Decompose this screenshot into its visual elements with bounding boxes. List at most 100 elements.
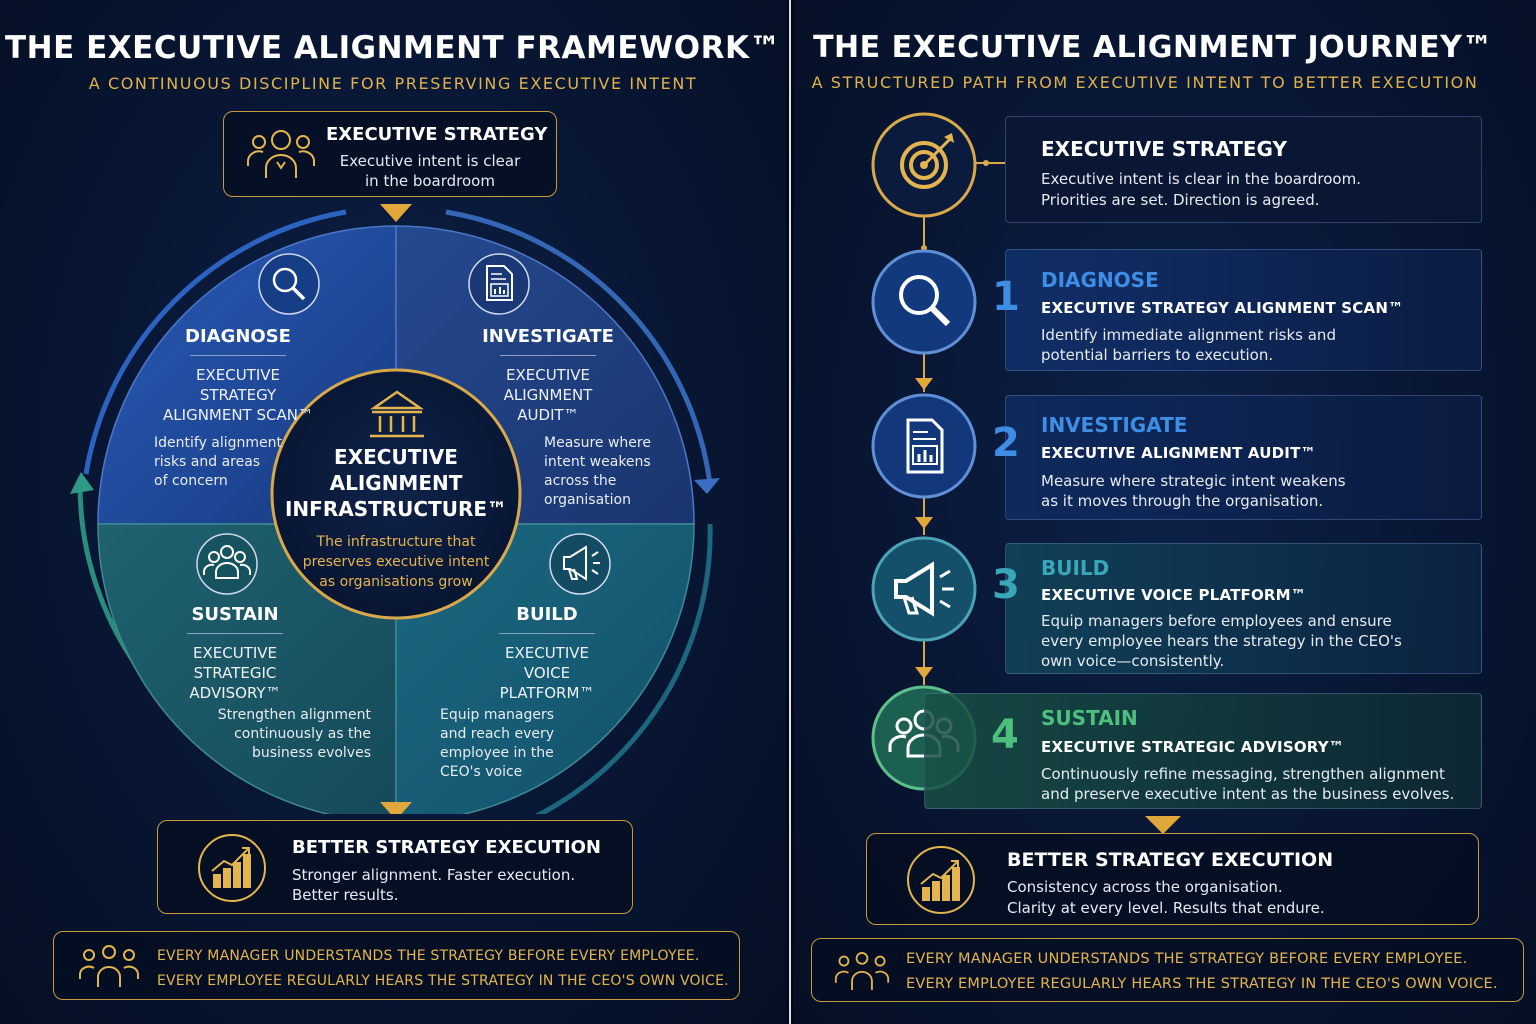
diagnose-description: Identify alignment risks and areas of co… (154, 434, 282, 491)
build-heading: BUILD (516, 604, 578, 625)
cycle-arrowhead-right (694, 478, 720, 494)
sustain-description: Strengthen alignment continuously as the… (206, 706, 371, 763)
cycle-arc-top-right (445, 209, 713, 485)
team-icon (78, 943, 140, 993)
sustain-desc-line-1: Strengthen alignment (217, 707, 371, 723)
step-4-line-2: and preserve executive intent as the bus… (1041, 785, 1455, 803)
center-circle (270, 368, 522, 620)
step-2-product: EXECUTIVE ALIGNMENT AUDIT™ (1041, 444, 1316, 462)
step-2-line-2: as it moves through the organisation. (1041, 492, 1324, 510)
bottom-arrow-marker (380, 802, 412, 814)
executive-strategy-card-heading: EXECUTIVE STRATEGY (1041, 137, 1287, 161)
executive-strategy-card-line-1: Executive intent is clear in the boardro… (1041, 170, 1361, 188)
principle-line-1: EVERY MANAGER UNDERSTANDS THE STRATEGY B… (157, 948, 700, 964)
step-3-heading: BUILD (1041, 556, 1110, 580)
infrastructure-title-line-3: INFRASTRUCTURE™ (284, 497, 508, 521)
infrastructure-desc-line-3: as organisations grow (319, 574, 473, 590)
build-desc-line-1: Equip managers (440, 707, 555, 723)
principle-text: EVERY MANAGER UNDERSTANDS THE STRATEGY B… (157, 944, 729, 994)
step-3-line-1: Equip managers before employees and ensu… (1041, 612, 1392, 630)
top-arrow-marker (380, 204, 412, 222)
investigate-product-line-1: EXECUTIVE (505, 366, 590, 384)
infrastructure-title-line-2: ALIGNMENT (329, 471, 463, 495)
better-execution-heading: BETTER STRATEGY EXECUTION (292, 837, 601, 858)
investigate-desc-line-4: organisation (544, 492, 631, 508)
sustain-product: EXECUTIVE STRATEGIC ADVISORY™ (144, 643, 326, 703)
journey-subtitle: A STRUCTURED PATH FROM EXECUTIVE INTENT … (811, 73, 1479, 92)
investigate-product-line-3: AUDIT™ (517, 406, 579, 424)
investigate-divider (500, 355, 596, 356)
step-1-line-2: potential barriers to execution. (1041, 346, 1274, 364)
cycle-arrowhead-left (70, 472, 94, 494)
step-1-product: EXECUTIVE STRATEGY ALIGNMENT SCAN™ (1041, 299, 1404, 317)
step-1-heading: DIAGNOSE (1041, 268, 1159, 292)
journey-team-icon (834, 949, 890, 997)
step-4-number: 4 (991, 712, 1019, 758)
investigate-product: EXECUTIVE ALIGNMENT AUDIT™ (462, 365, 634, 425)
step-2-line-1: Measure where strategic intent weakens (1041, 472, 1346, 490)
infrastructure-center-text: EXECUTIVE ALIGNMENT INFRASTRUCTURE™ The … (284, 444, 508, 592)
sustain-desc-line-2: continuously as the (234, 726, 371, 742)
executive-strategy-card-text: Executive intent is clear in the boardro… (1041, 169, 1361, 211)
step-3-line-3: own voice—consistently. (1041, 652, 1225, 670)
magnifier-icon (258, 253, 320, 315)
sustain-label: SUSTAIN EXECUTIVE STRATEGIC ADVISORY™ (144, 604, 326, 703)
step-4-line-1: Continuously refine messaging, strengthe… (1041, 765, 1445, 783)
better-execution-text: Stronger alignment. Faster execution. Be… (292, 865, 575, 905)
sustain-desc-line-3: business evolves (251, 745, 371, 761)
step-1-card: 1 DIAGNOSE EXECUTIVE STRATEGY ALIGNMENT … (992, 249, 1482, 371)
journey-principle-line-2: EVERY EMPLOYEE REGULARLY HEARS THE STRAT… (906, 976, 1498, 992)
build-product: EXECUTIVE VOICE PLATFORM™ (462, 643, 632, 703)
build-desc-line-2: and reach every (440, 726, 555, 742)
investigate-label: INVESTIGATE EXECUTIVE ALIGNMENT AUDIT™ (462, 326, 634, 425)
investigate-heading: INVESTIGATE (482, 326, 614, 347)
sustain-heading: SUSTAIN (191, 604, 279, 625)
infrastructure-description: The infrastructure that preserves execut… (284, 532, 508, 592)
cycle-arc-bottom-right (534, 523, 713, 814)
journey-execution-line-2: Clarity at every level. Results that end… (1007, 899, 1325, 917)
journey-execution-box: BETTER STRATEGY EXECUTION Consistency ac… (866, 833, 1479, 925)
investigate-description: Measure where intent weakens across the … (544, 434, 651, 510)
build-desc-line-3: employee in the (440, 745, 554, 761)
step-3-megaphone-icon (870, 535, 978, 647)
executive-strategy-card: EXECUTIVE STRATEGY Executive intent is c… (1005, 116, 1482, 223)
diagnose-product-line-1: EXECUTIVE (195, 366, 280, 384)
journey-execution-heading: BETTER STRATEGY EXECUTION (1007, 849, 1334, 871)
step-3-product: EXECUTIVE VOICE PLATFORM™ (1041, 586, 1306, 604)
step-2-number: 2 (992, 420, 1020, 466)
sustain-product-line-2: STRATEGIC (193, 664, 277, 682)
step-2-report-icon (870, 392, 978, 504)
step-3-line-2: every employee hears the strategy in the… (1041, 632, 1402, 650)
build-product-line-3: PLATFORM™ (499, 684, 595, 702)
step-4-card: 4 SUSTAIN EXECUTIVE STRATEGIC ADVISORY™ … (924, 693, 1482, 809)
step-4-product: EXECUTIVE STRATEGIC ADVISORY™ (1041, 738, 1344, 756)
journey-principle-line-1: EVERY MANAGER UNDERSTANDS THE STRATEGY B… (906, 951, 1468, 967)
infrastructure-title-line-1: EXECUTIVE (334, 445, 458, 469)
step-4-description: Continuously refine messaging, strengthe… (1041, 764, 1454, 804)
better-execution-line-2: Better results. (292, 886, 399, 904)
journey-title: THE EXECUTIVE ALIGNMENT JOURNEY™ (813, 30, 1493, 65)
growth-chart-icon (194, 833, 270, 907)
investigate-desc-line-2: intent weakens (544, 454, 651, 470)
leadership-group-icon (246, 126, 316, 188)
step-3-card: 3 BUILD EXECUTIVE VOICE PLATFORM™ Equip … (992, 543, 1482, 674)
step-2-card: 2 INVESTIGATE EXECUTIVE ALIGNMENT AUDIT™… (992, 395, 1482, 520)
diagnose-desc-line-1: Identify alignment (154, 435, 283, 451)
executive-strategy-line-2: in the boardroom (365, 172, 495, 190)
step-3-description: Equip managers before employees and ensu… (1041, 611, 1402, 671)
diagnose-divider (190, 355, 286, 356)
step-1-description: Identify immediate alignment risks and p… (1041, 325, 1336, 365)
framework-subtitle: A CONTINUOUS DISCIPLINE FOR PRESERVING E… (88, 74, 698, 93)
institution-icon (370, 390, 424, 438)
step-1-magnifier-icon (870, 248, 978, 360)
investigate-desc-line-1: Measure where (544, 435, 651, 451)
build-quadrant (395, 523, 695, 814)
step-4-heading: SUSTAIN (1041, 706, 1138, 730)
journey-execution-text: Consistency across the organisation. Cla… (1007, 877, 1325, 919)
diagnose-product-line-3: ALIGNMENT SCAN™ (163, 406, 313, 424)
better-execution-box: BETTER STRATEGY EXECUTION Stronger align… (157, 820, 633, 914)
build-product-line-2: VOICE (523, 664, 571, 682)
step-2-heading: INVESTIGATE (1041, 413, 1188, 437)
build-desc-line-4: CEO's voice (440, 764, 523, 780)
people-icon (196, 533, 258, 595)
